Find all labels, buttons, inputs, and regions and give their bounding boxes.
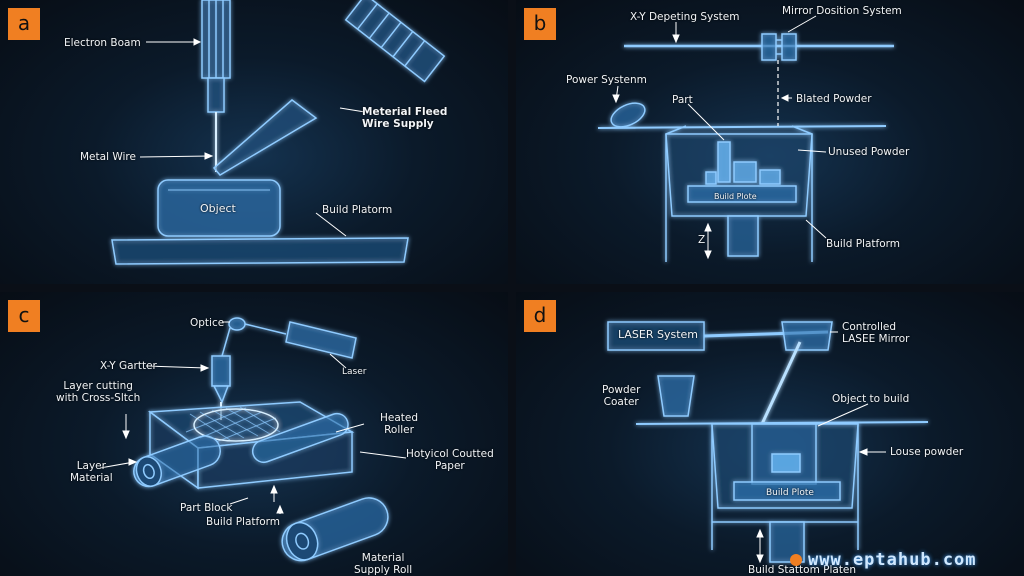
panel-d-diagram <box>607 321 929 564</box>
label-object-to-build: Object to build <box>832 393 910 405</box>
label-xy-gantry: X-Y Gartter <box>100 360 157 372</box>
label-build-plate-b: Build Plote <box>714 192 757 201</box>
label-power-system: Power Systenm <box>566 74 647 86</box>
powder-roller <box>610 102 646 128</box>
watermark: www.eptahub.com <box>786 548 985 572</box>
mirror-carriage <box>761 33 777 61</box>
heated-roller <box>251 412 349 464</box>
watermark-dot <box>790 554 802 566</box>
laser-source <box>285 321 357 359</box>
panel-b-powder-bed: b X-Y Depeting System Mirror Dosition Sy… <box>516 0 1024 284</box>
label-optics: Optice <box>190 317 225 329</box>
label-coated-paper: Hotyicol Coutted Paper <box>406 448 494 472</box>
object-to-build <box>771 453 801 473</box>
watermark-text: www.eptahub.com <box>808 550 977 570</box>
label-object: Object <box>200 202 236 215</box>
label-build-plate-d: Build Plote <box>766 488 814 498</box>
panel-a-badge: a <box>8 8 40 40</box>
label-material-feed: Meterial Fleed Wire Supply <box>362 106 448 130</box>
build-plate-b <box>687 185 797 203</box>
object-block <box>157 179 281 237</box>
build-rail-d <box>635 421 929 425</box>
laser-system-box <box>607 321 705 351</box>
wire-feed-tube <box>212 99 318 176</box>
label-controlled-mirror: Controlled LASEE Mirror <box>842 321 910 345</box>
panel-c-badge: c <box>8 300 40 332</box>
controlled-mirror <box>781 321 833 351</box>
label-z-axis: Z <box>698 234 706 246</box>
panel-a-diagram <box>111 0 446 265</box>
optics-lens <box>228 317 246 331</box>
label-electron-beam: Electron Boam <box>64 37 141 49</box>
electron-beam-nozzle <box>207 77 225 113</box>
label-metal-wire: Metal Wire <box>80 151 136 163</box>
label-build-platform-b: Build Platform <box>826 238 900 250</box>
panel-d-badge: d <box>524 300 556 332</box>
panel-d-laser-sintering: d LASER System Controlled LASEE Mirror P… <box>516 292 1024 576</box>
panel-b-diagram <box>597 15 894 262</box>
label-layer-cutting: Layer cutting with Cross-Sltch <box>56 380 141 404</box>
label-laser: Laser <box>342 367 367 377</box>
label-powder-coater: Powder Coater <box>602 384 641 408</box>
label-build-station: Build Stattom Platen <box>748 564 857 576</box>
label-unused-powder: Unused Powder <box>828 146 910 158</box>
label-loose-powder: Louse powder <box>890 446 964 458</box>
label-build-platform-c: Build Platform <box>206 516 280 528</box>
wire-feed-head <box>344 0 446 83</box>
label-mirror-system: Mirror Dosition System <box>782 5 902 17</box>
build-rail <box>597 125 887 129</box>
panel-c-diagram <box>99 317 407 562</box>
piston-b <box>727 215 759 257</box>
panel-a-electron-beam-wire: a Electron Boam Meterial Fleed Wire Supp… <box>0 0 508 284</box>
build-plate-d <box>733 481 841 501</box>
part-block-b <box>717 141 731 183</box>
label-build-platform-a: Build Platorm <box>322 204 393 216</box>
panel-c-laminated-object: c Optice Laser X-Y Gartter Layer cutting… <box>0 292 508 576</box>
laser-head <box>211 355 231 387</box>
panel-b-badge: b <box>524 8 556 40</box>
label-xy-system: X-Y Depeting System <box>630 11 740 23</box>
label-layer-material: Layer Material <box>70 460 113 484</box>
label-part-block: Part Block <box>180 502 233 514</box>
label-part: Part <box>672 94 693 106</box>
powder-coater <box>657 375 695 417</box>
label-blasted-powder: Blated Powder <box>796 93 872 105</box>
cut-outline <box>193 408 279 442</box>
label-laser-system: LASER System <box>618 328 698 341</box>
build-platform <box>111 237 409 265</box>
label-supply-roll: Material Supply Roll <box>354 552 413 576</box>
label-heated-roller: Heated Roller <box>380 412 419 436</box>
